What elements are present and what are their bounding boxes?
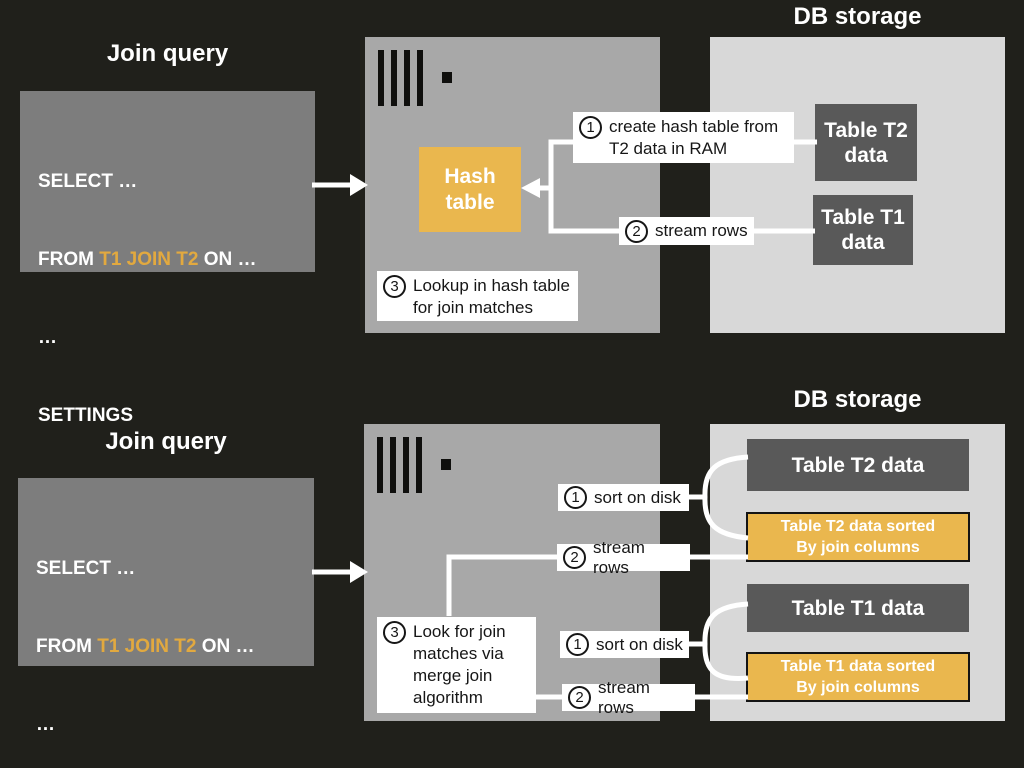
- sql-line-select: SELECT …: [38, 171, 138, 192]
- callout-step2-stream-rows: 2 stream rows: [619, 217, 754, 245]
- table-t1-sorted-box: Table T1 data sorted By join columns: [746, 652, 970, 702]
- step-number-badge: 3: [383, 275, 406, 298]
- server-barcode-icon: [378, 50, 452, 106]
- table-t2-data-box: Table T2 data: [747, 439, 969, 491]
- merge-join-query-box: SELECT … FROM T1 JOIN T2 ON … … SETTINGS…: [18, 478, 314, 735]
- step-number-badge: 2: [625, 219, 648, 243]
- table-t1-data-box: Table T1 data: [813, 195, 913, 265]
- callout-step1-create-hash-table: 1 create hash table from T2 data in RAM: [573, 112, 794, 163]
- callout-sort-on-disk-t2: 1 sort on disk: [558, 484, 689, 511]
- hash-join-query-title: Join query: [106, 40, 229, 67]
- merge-join-db-storage-title: DB storage: [793, 386, 922, 413]
- callout-stream-rows-t1: 2 stream rows: [562, 678, 695, 717]
- step-number-badge: 1: [579, 116, 602, 139]
- hash-join-query-box: SELECT … FROM T1 JOIN T2 ON … … SETTINGS…: [20, 91, 315, 504]
- step-number-badge: 1: [564, 486, 587, 509]
- sql-line-select: SELECT …: [36, 558, 136, 579]
- sql-tables-highlight: T1 JOIN T2: [97, 636, 197, 657]
- server-barcode-icon: [377, 437, 451, 493]
- sql-line-ellipsis: …: [36, 714, 55, 735]
- step-number-badge: 2: [568, 686, 591, 709]
- step-number-badge: 3: [383, 621, 406, 644]
- merge-join-sql-text: SELECT … FROM T1 JOIN T2 ON … … SETTINGS…: [36, 504, 255, 768]
- table-t2-data-box: Table T2 data: [815, 104, 917, 181]
- step-number-badge: 1: [566, 633, 589, 656]
- merge-join-db-storage-box: Table T2 data Table T2 data sorted By jo…: [710, 424, 1005, 721]
- sql-line-ellipsis: …: [38, 327, 57, 348]
- sql-tables-highlight: T1 JOIN T2: [99, 249, 199, 270]
- callout-step3-lookup: 3 Lookup in hash table for join matches: [377, 271, 578, 321]
- table-t1-data-box: Table T1 data: [747, 584, 969, 632]
- table-t2-sorted-box: Table T2 data sorted By join columns: [746, 512, 970, 562]
- sql-line-settings: SETTINGS: [38, 405, 134, 426]
- hash-table-box: Hash table: [419, 147, 521, 232]
- hash-join-db-storage-title: DB storage: [793, 3, 922, 30]
- callout-sort-on-disk-t1: 1 sort on disk: [560, 631, 689, 658]
- callout-step3-merge-join: 3 Look for join matches via merge join a…: [377, 617, 536, 713]
- callout-stream-rows-t2: 2 stream rows: [557, 538, 690, 577]
- step-number-badge: 2: [563, 546, 586, 569]
- hash-join-db-storage-box: Table T2 data Table T1 data: [710, 37, 1005, 333]
- sql-line-from: FROM T1 JOIN T2 ON …: [36, 636, 255, 657]
- merge-join-query-title: Join query: [105, 428, 227, 455]
- sql-line-from: FROM T1 JOIN T2 ON …: [38, 249, 257, 270]
